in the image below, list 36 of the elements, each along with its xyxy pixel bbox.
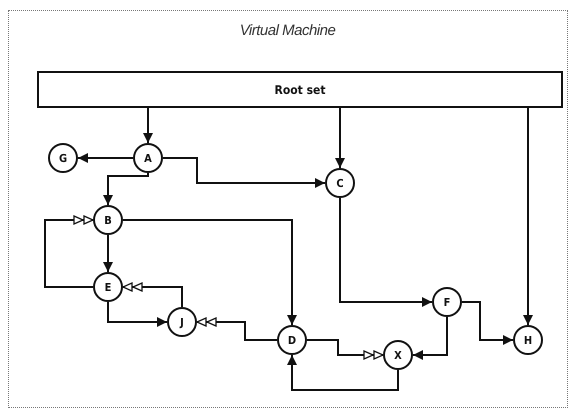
root-set-box bbox=[37, 71, 563, 108]
object-node bbox=[513, 325, 543, 355]
arrow bbox=[163, 157, 325, 188]
node-label: J bbox=[180, 316, 184, 328]
object-node bbox=[277, 325, 307, 355]
object-node bbox=[48, 143, 78, 173]
object-node bbox=[93, 272, 123, 302]
node-label: H bbox=[524, 334, 532, 346]
arrow bbox=[103, 235, 113, 272]
node-label: B bbox=[104, 214, 112, 226]
object-node bbox=[133, 143, 163, 173]
node-label: X bbox=[394, 348, 402, 362]
object-node bbox=[325, 168, 355, 198]
node-label: F bbox=[444, 296, 450, 308]
node-label: D bbox=[288, 334, 296, 346]
object-node bbox=[167, 307, 197, 337]
arrow bbox=[103, 173, 149, 205]
node-label: C bbox=[336, 176, 344, 190]
diagram-title: Virtual Machine bbox=[238, 22, 336, 39]
arrow bbox=[287, 355, 399, 391]
arrow bbox=[413, 317, 448, 360]
arrow bbox=[462, 301, 513, 345]
arrow bbox=[339, 198, 432, 307]
node-label: A bbox=[144, 152, 152, 164]
object-node bbox=[93, 205, 123, 235]
node-label: Root set bbox=[274, 82, 326, 96]
arrow bbox=[107, 302, 167, 327]
node-label: E bbox=[104, 280, 112, 294]
arrow bbox=[123, 219, 297, 325]
object-node bbox=[383, 340, 413, 370]
node-label: G bbox=[58, 152, 68, 164]
arrow bbox=[143, 108, 153, 143]
arrow bbox=[78, 153, 133, 163]
object-node bbox=[432, 287, 462, 317]
arrow bbox=[335, 108, 345, 168]
arrow bbox=[523, 108, 533, 325]
